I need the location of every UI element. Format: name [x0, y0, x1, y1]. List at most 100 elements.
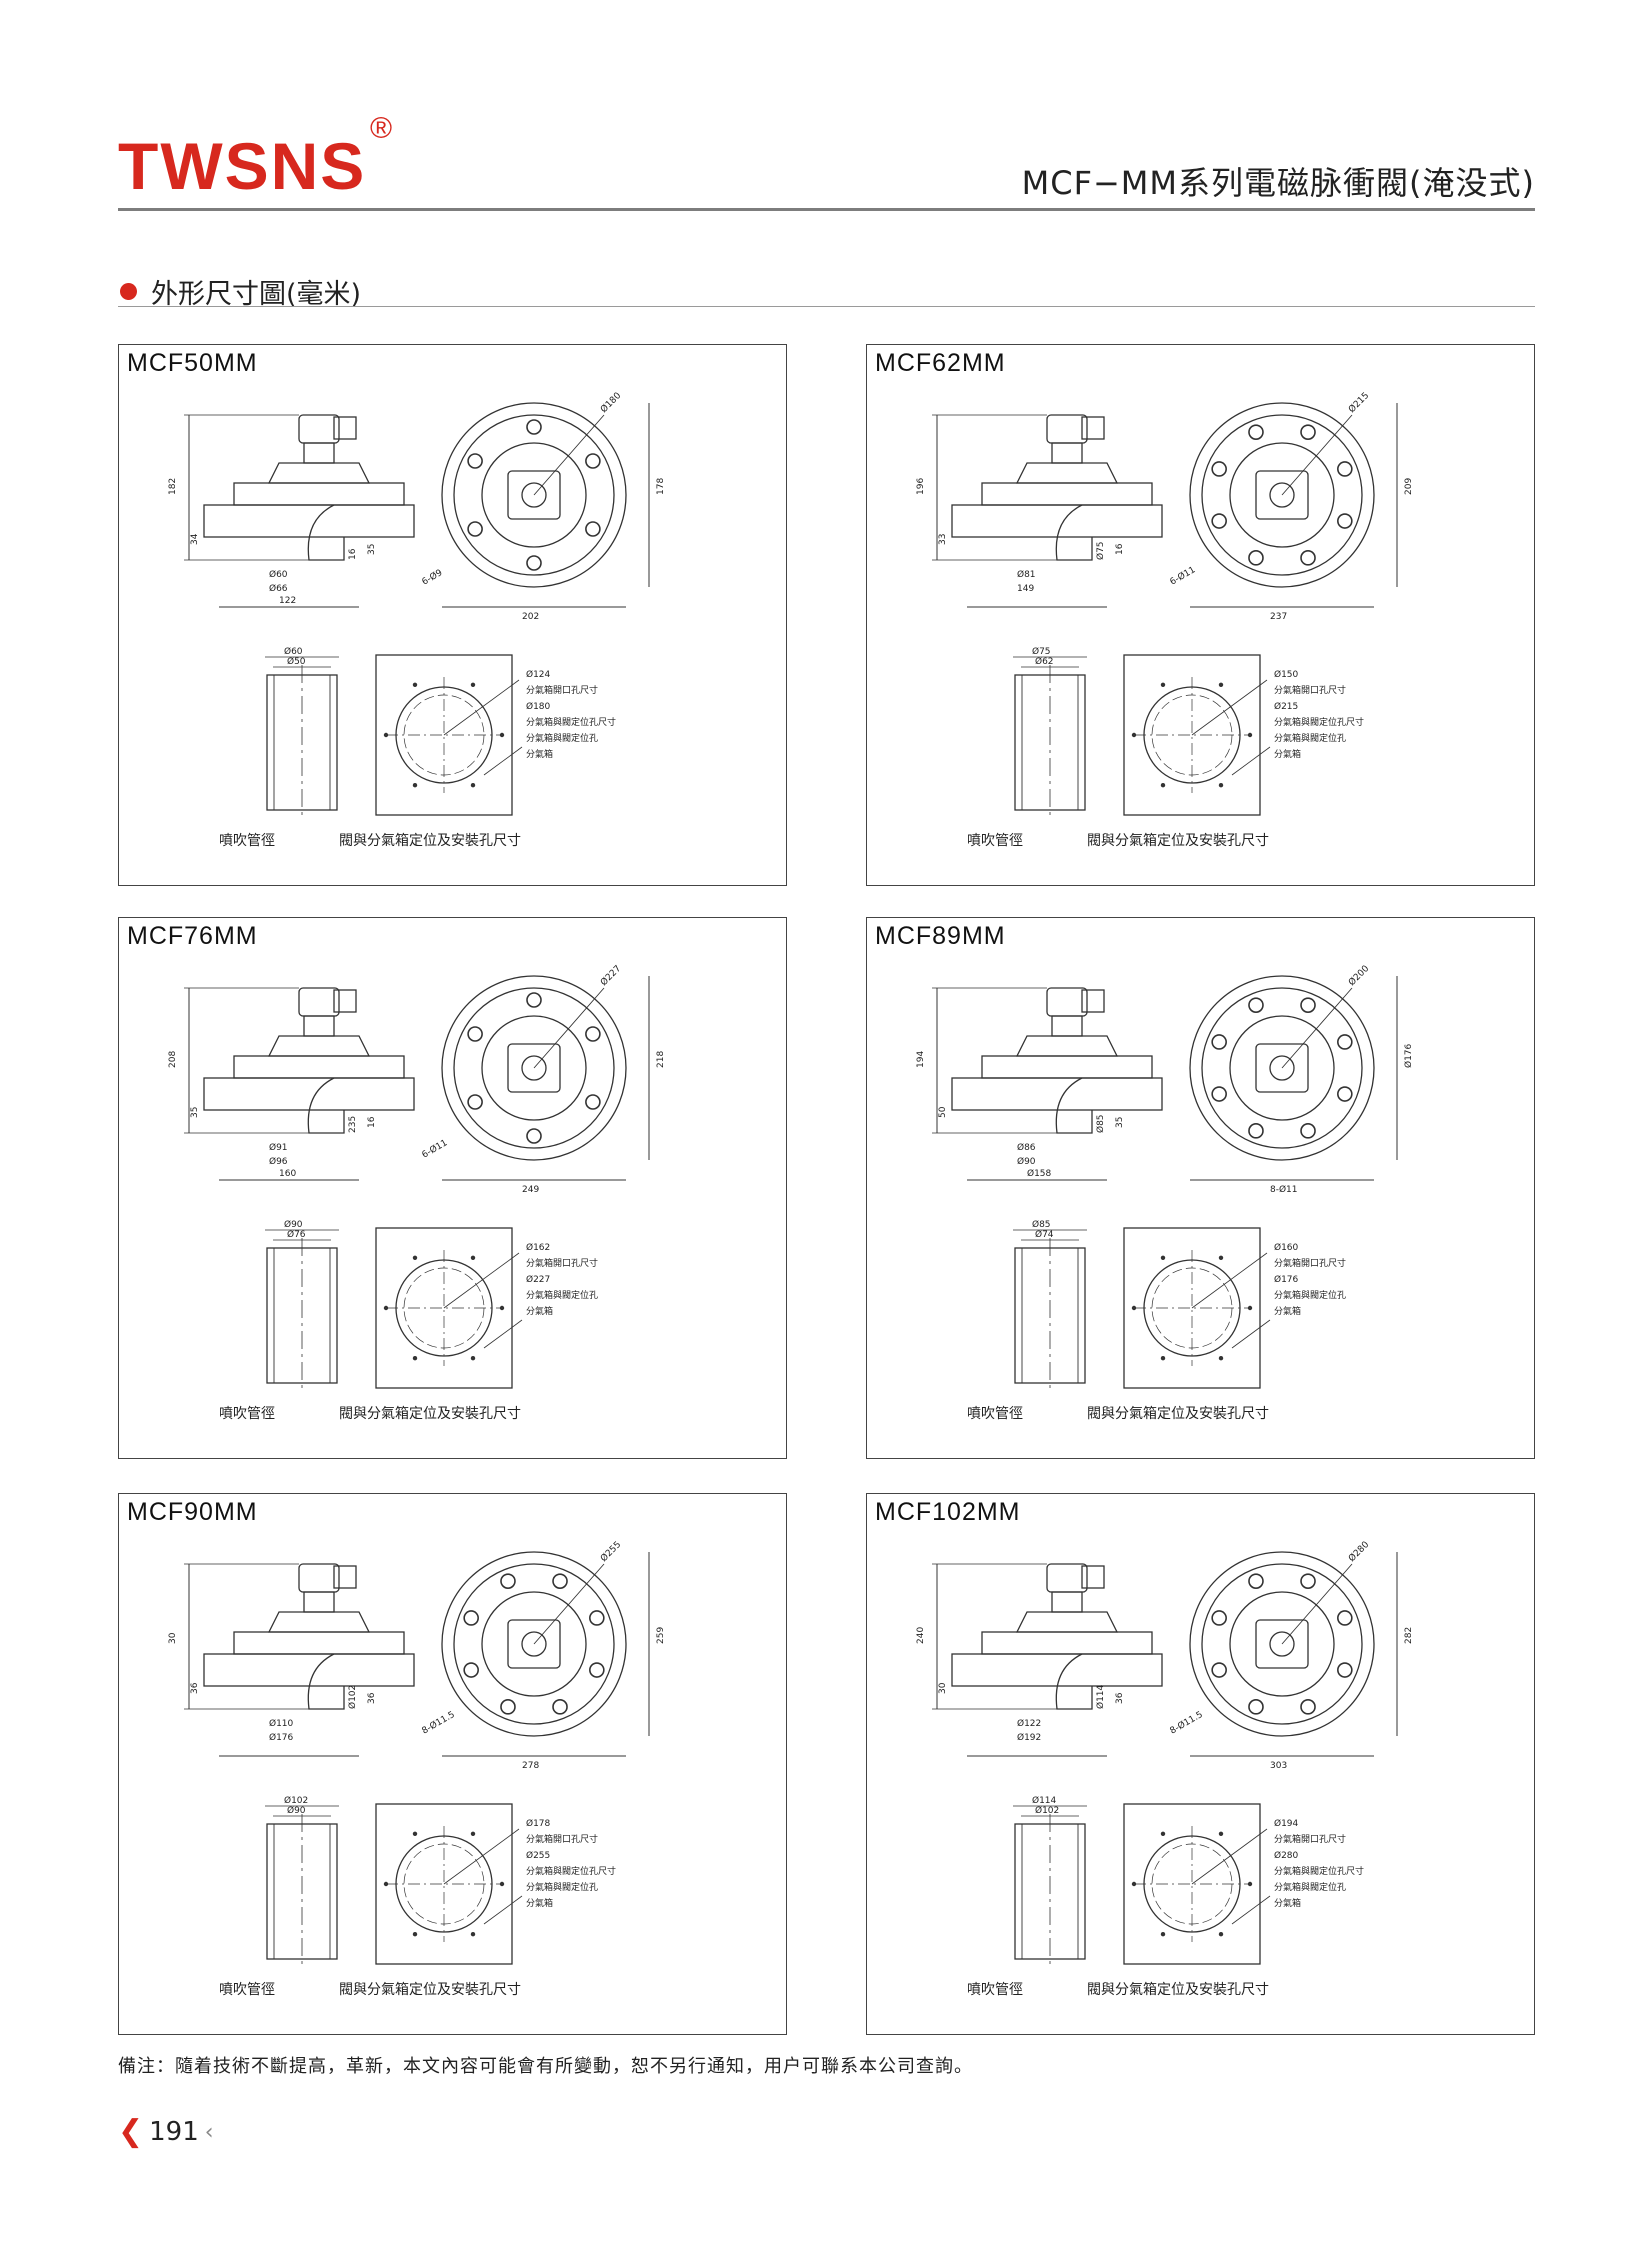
bolt-hole — [1300, 1123, 1316, 1139]
dimension-label: 36 — [190, 1682, 200, 1694]
dimension-label: 259 — [656, 1627, 666, 1644]
dimension-label: Ø192 — [1017, 1732, 1041, 1743]
bolt-hole — [526, 419, 542, 435]
dimension-label: 16 — [1115, 543, 1125, 555]
mount-dimension-label: Ø280 — [1274, 1850, 1299, 1861]
dimension-label: Ø180 — [598, 390, 623, 415]
footer-note: 備注：隨着技術不斷提高，革新，本文內容可能會有所變動，恕不另行通知，用户可聯系本… — [118, 2056, 973, 2077]
mount-dimension-label: 分氣箱與閥定位孔尺寸 — [526, 716, 616, 728]
locating-hole — [1218, 682, 1224, 687]
mount-dimension-label: Ø150 — [1274, 669, 1299, 680]
bolt-hole — [552, 1573, 568, 1589]
dimension-label: 8-Ø11.5 — [1168, 1709, 1205, 1737]
dimension-label: Ø227 — [598, 963, 623, 988]
mount-caption: 閥與分氣箱定位及安裝孔尺寸 — [339, 1406, 521, 1422]
mount-dimension-label: 分氣箱與閥定位孔 — [1274, 732, 1346, 744]
pipe-outer-diameter: Ø75 — [1032, 646, 1051, 657]
bolt-hole — [467, 453, 483, 469]
mount-dimension-label: 分氣箱與閥定位孔 — [526, 1289, 598, 1301]
dimension-label: 149 — [1017, 584, 1034, 594]
mount-dimension-label: 分氣箱與閥定位孔 — [526, 732, 598, 744]
locating-hole — [1247, 1305, 1253, 1311]
dimension-label: 30 — [938, 1682, 948, 1694]
dimension-label: Ø158 — [1027, 1168, 1052, 1179]
locating-hole — [1131, 1305, 1137, 1311]
dimension-label: 16 — [348, 548, 358, 560]
dimension-label: 6-Ø11 — [1168, 564, 1197, 587]
dimension-label: 35 — [367, 544, 377, 555]
section-header: 外形尺寸圖(毫米) — [120, 272, 361, 311]
mount-dimension-label: 分氣箱 — [1274, 1305, 1301, 1317]
dimension-label: 50 — [938, 1106, 948, 1118]
locating-hole — [499, 1881, 505, 1887]
section-rule — [118, 306, 1535, 307]
mount-dimension-label: Ø215 — [1274, 701, 1298, 712]
dimension-label: 6-Ø9 — [420, 567, 445, 588]
locating-hole — [470, 682, 476, 687]
mount-dimension-label: 分氣箱與閥定位孔 — [1274, 1881, 1346, 1893]
pipe-outer-diameter: Ø60 — [284, 646, 303, 657]
dimension-label: 122 — [279, 596, 296, 606]
mount-dimension-label: Ø178 — [526, 1818, 551, 1829]
bolt-hole — [1300, 997, 1316, 1013]
mount-dimension-label: 分氣箱開口孔尺寸 — [526, 1257, 598, 1269]
mounting-hole-drawing: Ø178分氣箱開口孔尺寸Ø255分氣箱與閥定位孔尺寸分氣箱與閥定位孔分氣箱閥與分… — [339, 1803, 616, 1998]
dimension-label: 6-Ø11 — [420, 1137, 449, 1160]
bolt-hole — [463, 1662, 479, 1678]
panel-model-title: MCF89MM — [875, 922, 1006, 950]
bolt-hole — [589, 1610, 605, 1626]
mount-dimension-label: 分氣箱開口孔尺寸 — [526, 1833, 598, 1845]
dimension-label: 196 — [916, 478, 926, 495]
bolt-hole — [1211, 1662, 1227, 1678]
dimension-label: 208 — [168, 1051, 178, 1068]
bolt-hole — [463, 1610, 479, 1626]
bolt-hole — [1337, 1034, 1353, 1050]
mount-dimension-label: 分氣箱與閥定位孔 — [526, 1881, 598, 1893]
dimension-label: 237 — [1270, 612, 1287, 622]
technical-drawing: 303636Ø102Ø110Ø176Ø2552592788-Ø11.5Ø102Ø… — [168, 1539, 666, 1998]
mounting-hole-drawing: Ø124分氣箱開口孔尺寸Ø180分氣箱與閥定位孔尺寸分氣箱與閥定位孔分氣箱閥與分… — [339, 654, 616, 849]
dimension-label: 34 — [190, 533, 200, 545]
mount-dimension-label: 分氣箱與閥定位孔尺寸 — [526, 1865, 616, 1877]
dimension-label: Ø110 — [269, 1718, 294, 1729]
dimension-label: 235 — [348, 1116, 358, 1133]
mount-dimension-label: 分氣箱與閥定位孔 — [1274, 1289, 1346, 1301]
brand-logo: TWSNS — [118, 129, 367, 203]
pipe-caption: 噴吹管徑 — [967, 1406, 1023, 1422]
bolt-hole — [1248, 1699, 1264, 1715]
dimension-label: Ø91 — [269, 1142, 288, 1153]
registered-mark: ® — [370, 112, 393, 145]
pipe-caption: 噴吹管徑 — [219, 833, 275, 849]
dimension-label: 249 — [522, 1185, 539, 1195]
mount-dimension-label: Ø124 — [526, 669, 551, 680]
series-title: MCF−MM系列電磁脉衝閥(淹没式) — [1021, 164, 1535, 202]
bolt-hole — [467, 521, 483, 537]
dimension-label: 209 — [1404, 478, 1414, 495]
dimension-label: 202 — [522, 612, 539, 622]
locating-hole — [1218, 783, 1224, 788]
mount-dimension-label: 分氣箱開口孔尺寸 — [1274, 1257, 1346, 1269]
dimension-label: 278 — [522, 1761, 539, 1771]
locating-hole — [412, 682, 418, 687]
page-number: 191 — [149, 2117, 199, 2147]
locating-hole — [1131, 1881, 1137, 1887]
dimension-label: 282 — [1404, 1627, 1414, 1644]
mount-dimension-label: 分氣箱開口孔尺寸 — [1274, 684, 1346, 696]
technical-drawing: 2403036Ø114Ø122Ø192Ø2802823038-Ø11.5Ø114… — [916, 1539, 1414, 1998]
locating-hole — [470, 1932, 476, 1937]
bolt-hole — [585, 521, 601, 537]
mount-caption: 閥與分氣箱定位及安裝孔尺寸 — [339, 833, 521, 849]
header-rule — [118, 208, 1535, 211]
dimension-label: Ø280 — [1346, 1539, 1371, 1564]
